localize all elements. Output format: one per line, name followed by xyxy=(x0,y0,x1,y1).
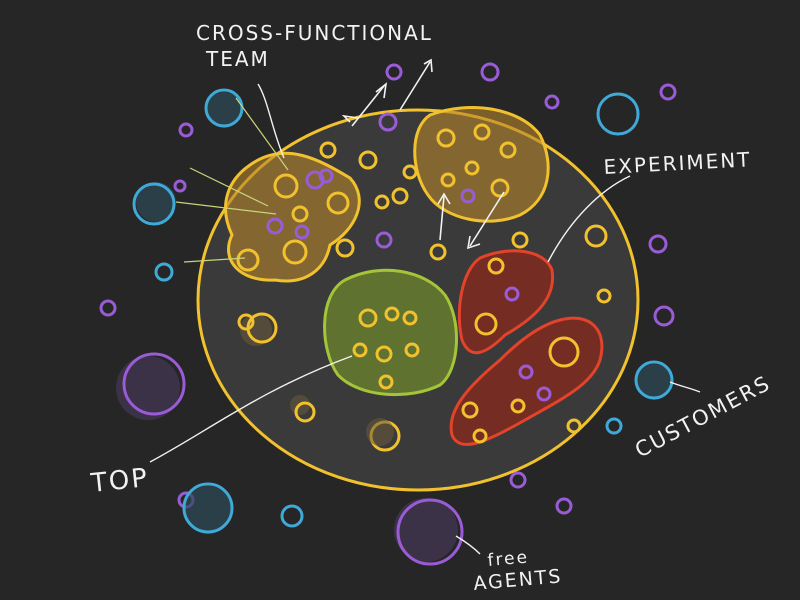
member-circle xyxy=(335,238,355,258)
member-circle xyxy=(461,401,479,419)
free-agent-circle xyxy=(375,231,393,249)
free-agent-circle xyxy=(659,83,677,101)
free-agent-circle xyxy=(555,497,573,515)
member-circle xyxy=(378,374,394,390)
free-agent-circle xyxy=(178,122,194,138)
team-members-top-right xyxy=(436,123,517,204)
team-label: TEAM xyxy=(205,47,270,71)
free-label: free xyxy=(487,547,530,571)
member-circle xyxy=(374,194,390,210)
member-circle xyxy=(358,308,378,328)
team-connector-lines xyxy=(175,97,289,263)
team-members-left xyxy=(236,170,350,272)
customer-circle xyxy=(132,182,176,226)
team-blob-top-right xyxy=(413,106,550,223)
arrow-up-right xyxy=(399,61,431,111)
free-agent-circle xyxy=(460,188,476,204)
member-circle xyxy=(429,243,447,261)
large-free-agent-circle xyxy=(396,498,464,566)
member-circle xyxy=(326,191,350,215)
customer-circle xyxy=(605,417,623,435)
free-agents xyxy=(99,62,677,566)
annotation-lines xyxy=(149,83,701,555)
customer-circle xyxy=(280,504,304,528)
member-circle xyxy=(440,172,456,188)
member-circle xyxy=(472,428,488,444)
free-agent-circle xyxy=(378,112,398,132)
member-circle xyxy=(499,141,517,159)
customer-circle xyxy=(634,360,674,400)
free-agent-circle xyxy=(504,286,520,302)
member-circle xyxy=(511,231,529,249)
member-circle xyxy=(294,401,316,423)
member-circle xyxy=(391,187,409,205)
member-circle xyxy=(487,257,505,275)
member-circle xyxy=(282,239,308,265)
free-agent-circle xyxy=(318,168,334,184)
member-circle xyxy=(319,141,337,159)
free-agent-circle xyxy=(648,234,668,254)
free-agent-circle xyxy=(480,62,500,82)
free-agent-circle xyxy=(509,471,527,489)
customer-circle xyxy=(596,92,640,136)
free-agent-circle xyxy=(173,179,187,193)
top-members xyxy=(352,306,420,390)
free-agent-circle xyxy=(266,217,284,235)
organization-members xyxy=(237,141,612,452)
customers xyxy=(132,88,674,534)
free-agent-circle xyxy=(518,364,534,380)
experiment-blob-1 xyxy=(457,249,555,355)
member-circle xyxy=(402,164,418,180)
large-free-agent-circle xyxy=(122,352,186,416)
member-circle xyxy=(566,418,582,434)
top-blob xyxy=(323,268,458,397)
member-circle xyxy=(358,150,378,170)
free-agent-circle xyxy=(99,299,117,317)
member-circle xyxy=(464,160,480,176)
member-circle xyxy=(548,336,580,368)
arrow-member-2 xyxy=(469,191,505,247)
member-circle xyxy=(273,173,299,199)
customer-circle xyxy=(154,262,174,282)
member-circle xyxy=(404,342,420,358)
member-circle xyxy=(474,312,498,336)
free-agent-circle xyxy=(536,386,552,402)
agents-label: AGENTS xyxy=(473,565,564,595)
free-agent-circle xyxy=(544,94,560,110)
cross-functional-label: CROSS-FUNCTIONAL xyxy=(196,21,433,45)
free-agents-pointer xyxy=(455,535,481,555)
member-circle xyxy=(375,345,393,363)
free-agent-circle xyxy=(653,305,675,327)
experiment-label: EXPERIMENT xyxy=(603,147,752,179)
customer-circle xyxy=(204,88,244,128)
free-agent-circle xyxy=(294,224,310,240)
member-circle xyxy=(237,313,255,331)
free-agent-circle xyxy=(385,63,403,81)
top-pointer xyxy=(149,355,353,463)
arrow-up xyxy=(351,85,385,127)
arrows xyxy=(341,58,505,250)
experiment-members xyxy=(472,257,580,444)
member-circle xyxy=(584,224,608,248)
member-circle xyxy=(490,178,510,198)
member-circle xyxy=(236,248,260,272)
member-circle xyxy=(402,310,418,326)
member-circle xyxy=(384,306,400,322)
customer-circle xyxy=(182,482,234,534)
member-circle xyxy=(596,288,612,304)
arrow-member xyxy=(439,195,445,241)
member-circle xyxy=(510,398,526,414)
experiment-pointer xyxy=(547,175,631,263)
top-label: TOP xyxy=(89,463,151,499)
member-circle xyxy=(291,205,309,223)
member-circle xyxy=(473,123,491,141)
customers-pointer xyxy=(669,381,701,393)
member-circle xyxy=(352,342,368,358)
member-circle xyxy=(436,128,456,148)
cross-functional-pointer xyxy=(257,83,285,159)
